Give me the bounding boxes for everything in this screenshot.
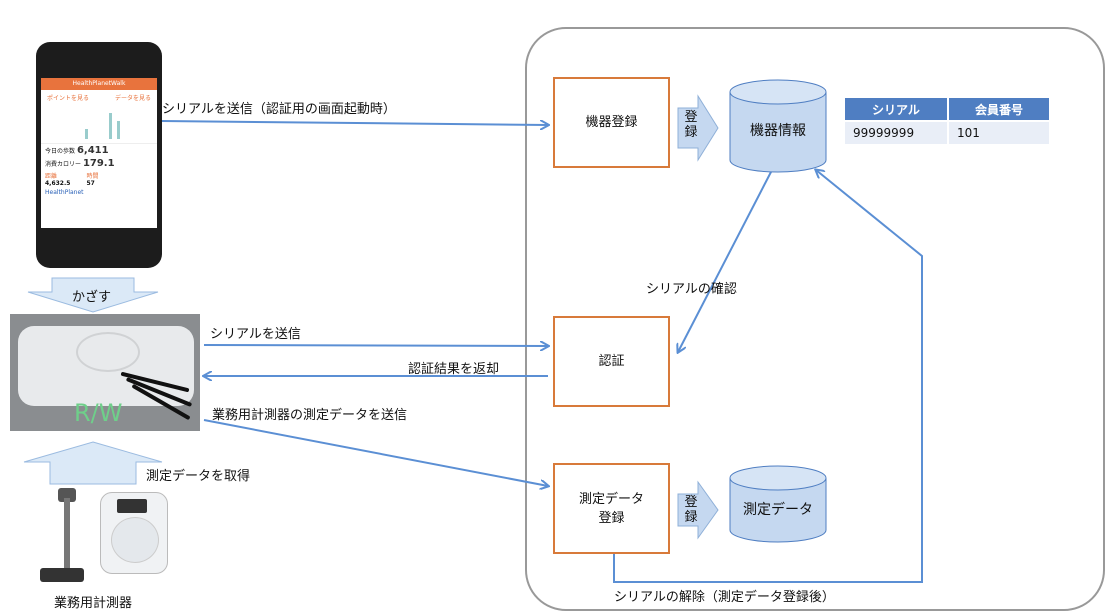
smartphone-image: HealthPlanetWalk ポイントを見る データを見る 今日の歩数 6,… (36, 42, 162, 268)
arrow-release-loop (613, 170, 923, 583)
stat3-value: 4,632.5 (45, 180, 71, 187)
get-measure-label: 測定データを取得 (146, 469, 251, 484)
arrow-rw-to-auth (203, 345, 548, 346)
register-arrow-2-text: 登 録 (683, 495, 699, 525)
stat1-label: 今日の歩数 (45, 148, 76, 155)
serial-check-label: シリアルの確認 (646, 282, 737, 297)
arrow-phone-to-device-reg (161, 121, 548, 125)
table-row: 99999999 101 (845, 120, 1049, 144)
table-cell-serial: 99999999 (845, 120, 948, 144)
bp-display (117, 499, 147, 513)
rw-reader-pad (76, 332, 140, 372)
device-info-label: 機器情報 (750, 123, 806, 139)
register-arrow-1-text: 登 録 (683, 110, 699, 140)
measure-data-db (729, 465, 827, 543)
table-cell-member: 101 (947, 120, 1049, 144)
serial-release-label: シリアルの解除（測定データ登録後） (614, 590, 835, 605)
measure-registration-box: 測定データ 登録 (553, 463, 670, 554)
send-serial-label: シリアルを送信 (210, 327, 301, 342)
stat3-label: 距離 (45, 173, 58, 180)
register-char: 録 (684, 125, 698, 140)
register-arrow-1 (677, 94, 719, 162)
stat4-label: 時間 (86, 173, 99, 180)
app-name: HealthPlanetWalk (41, 78, 157, 90)
authentication-box: 認証 (553, 316, 670, 407)
measure-registration-line1: 測定データ (578, 491, 644, 507)
acquire-arrow (23, 441, 163, 485)
scale-head (58, 488, 76, 502)
instrument-label: 業務用計測器 (54, 596, 133, 611)
authentication-label: 認証 (598, 354, 625, 369)
bp-cuff (111, 517, 159, 563)
arrow-rw-to-measure-reg (203, 419, 548, 486)
mini-chart (41, 105, 157, 144)
measure-data-label: 測定データ (743, 502, 813, 518)
scale-base (40, 568, 84, 582)
send-measure-label: 業務用計測器の測定データを送信 (212, 408, 408, 423)
scale-pole (64, 498, 70, 578)
phone-screen: HealthPlanetWalk ポイントを見る データを見る 今日の歩数 6,… (41, 78, 157, 228)
tab-point: ポイントを見る (47, 95, 90, 102)
register-char: 登 (684, 110, 698, 125)
table-header-serial: シリアル (845, 98, 948, 121)
footer-title: HealthPlanet (45, 189, 84, 196)
table-header-member: 会員番号 (947, 98, 1049, 121)
device-registration-box: 機器登録 (553, 77, 670, 168)
stat2-label: 消費カロリー (45, 161, 82, 168)
register-char: 登 (684, 495, 698, 510)
auth-result-label: 認証結果を返却 (408, 362, 500, 377)
stat4-value: 57 (86, 180, 95, 187)
register-arrow-2 (677, 480, 719, 540)
rw-label: R/W (74, 399, 123, 427)
send-serial-auth-label: シリアルを送信（認証用の画面起動時） (162, 102, 396, 117)
arrow-db-to-auth (678, 169, 773, 352)
stat1-value: 6,411 (76, 145, 109, 156)
device-registration-label: 機器登録 (585, 115, 638, 130)
device-info-db (729, 79, 827, 173)
kazasu-arrow (27, 277, 159, 313)
kazasu-label: かざす (72, 290, 112, 305)
serial-table: シリアル 会員番号 99999999 101 (845, 98, 1049, 144)
rw-device-image: R/W (10, 314, 200, 431)
measure-registration-line2: 登録 (598, 510, 625, 526)
stat2-value: 179.1 (82, 158, 115, 169)
tab-data: データを見る (114, 95, 151, 102)
blood-pressure-monitor (100, 492, 168, 574)
server-group-frame (525, 27, 1105, 611)
register-char: 録 (684, 510, 698, 525)
